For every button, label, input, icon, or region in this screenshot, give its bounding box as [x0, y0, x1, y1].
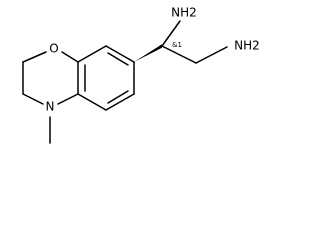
stereo-descriptor: &1	[172, 41, 182, 49]
bond-c8a-o1	[61, 51, 79, 63]
atom-label-nitrogen: N	[46, 100, 55, 114]
bond-c6-c5	[105, 93, 135, 111]
atom-label-amine-top: NH2	[171, 6, 197, 20]
bond-c8-c7	[105, 45, 135, 63]
double-bond-inner-1	[107, 52, 129, 66]
bond-c3-n4	[22, 93, 44, 105]
double-bond-inner-2	[107, 90, 129, 104]
bond-ch2-nh2	[195, 46, 228, 64]
bond-n4-c4a	[57, 93, 79, 105]
bond-c8a-c8	[77, 45, 107, 63]
bond-chiral-c-nh2	[161, 20, 181, 47]
molecule-structure: O N NH2 NH2 &1	[22, 6, 260, 144]
bond-chiral-c-ch2	[161, 45, 197, 64]
bond-c5-c4a	[77, 93, 107, 111]
benzene-ring	[77, 45, 135, 111]
atom-label-oxygen: O	[49, 42, 58, 56]
bond-o1-c2	[22, 51, 47, 63]
atom-label-amine-right: NH2	[234, 39, 260, 53]
side-chain	[134, 20, 228, 64]
stereo-wedge-bond	[134, 44, 162, 62]
oxazine-ring	[22, 51, 79, 105]
